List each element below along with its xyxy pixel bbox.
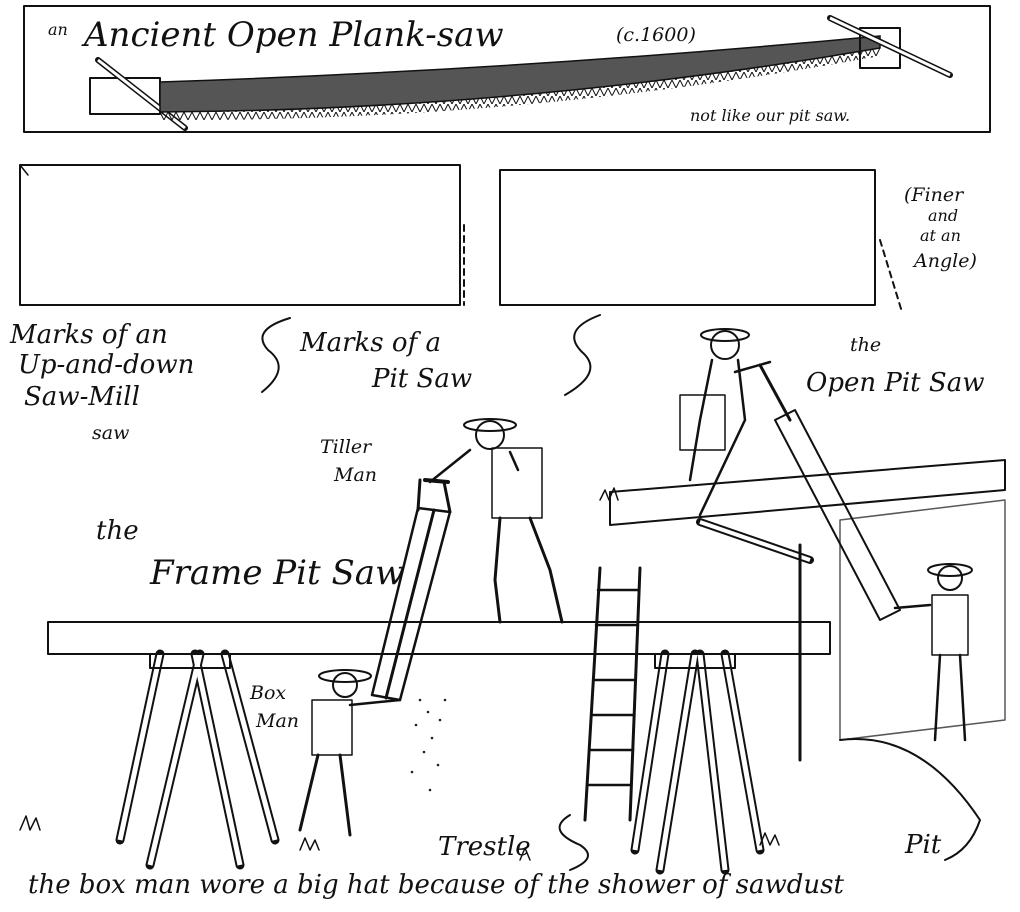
saw-note: not like our pit saw. [690,106,851,125]
pit-wall-fence [798,499,1006,762]
tiller-man-line2: Man [334,464,378,486]
open-pit-saw-line2: Open Pit Saw [806,368,985,398]
top-panel-frame [23,5,991,133]
left-trestle [115,649,280,870]
pit-label: Pit [905,830,942,860]
mill-label-line3: Saw-Mill [24,382,140,412]
tiller-man-line1: Tiller [320,436,372,458]
angle-note-line4: Angle) [914,250,977,272]
grass [19,487,780,861]
pit-label-line1: Marks of a [300,328,441,358]
angle-note-line2: and [928,206,959,225]
flourish-mill [261,317,291,393]
upper-log [609,459,1006,564]
pit-sawyer-figure [893,563,973,742]
mill-label-line2: Up-and-down [18,350,195,380]
title-prefix: an [48,20,68,39]
pit-pointer [839,738,981,861]
frame-pit-saw-line2: Frame Pit Saw [150,553,405,593]
mill-saw-board [19,164,465,306]
trestle-pointer [558,814,589,871]
pit-label-line2: Pit Saw [372,364,473,394]
box-man-line2: Man [256,710,300,732]
top-sawyer-figure [679,328,772,517]
open-pit-saw [758,363,901,621]
tiller-man-figure [428,418,564,624]
sawdust [410,698,447,792]
title-date: (c.1600) [616,24,696,46]
angle-note-line1: (Finer [904,184,964,206]
open-pit-saw-line1: the [850,334,882,356]
title-main: Ancient Open Plank-saw [84,15,504,55]
box-man-line1: Box [250,682,287,704]
angle-note-line3: at an [920,226,961,245]
open-plank-saw-drawing [89,15,953,131]
frame-pit-saw-line1: the [96,516,139,546]
pit-saw-board [499,169,903,313]
box-man-figure [298,669,402,837]
main-log [47,621,831,655]
ladder [583,566,642,822]
trestle-label: Trestle [438,832,531,862]
right-trestle [630,649,765,875]
mill-label-line4: saw [92,422,130,444]
caption: the box man wore a big hat because of th… [28,870,844,900]
mill-label-line1: Marks of an [10,320,168,350]
flourish-pit [564,314,601,396]
